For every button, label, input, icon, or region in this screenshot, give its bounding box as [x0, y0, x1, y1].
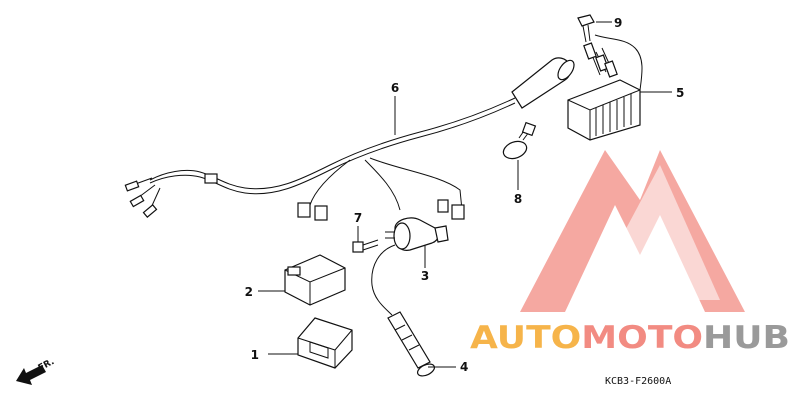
cdi-unit — [284, 254, 346, 306]
watermark-moto: MOTO — [581, 320, 703, 356]
callout-2: 2 — [245, 285, 253, 299]
watermark-logo — [520, 150, 745, 312]
reference-code: KCB3-F2600A — [605, 376, 671, 387]
callout-1: 1 — [251, 348, 259, 362]
direction-label: FR. — [37, 357, 56, 374]
bolt-top — [577, 14, 595, 43]
watermark-hub: HUB — [703, 320, 790, 356]
wire-harness — [124, 57, 575, 221]
bolt-7 — [352, 239, 379, 253]
ignition-coil — [371, 217, 449, 316]
spark-plug-cap — [387, 311, 436, 377]
callout-5: 5 — [676, 86, 684, 100]
callout-labels: 1 2 3 4 5 6 7 8 9 — [245, 16, 685, 374]
callout-3: 3 — [421, 269, 429, 283]
direction-indicator: FR. — [16, 357, 56, 385]
leader-lines — [258, 21, 672, 368]
regulator-rectifier — [567, 34, 643, 141]
callout-4: 4 — [460, 360, 468, 374]
watermark-auto: AUTO — [470, 320, 581, 356]
front-arrow-icon — [16, 365, 46, 385]
wire-harness-cover — [297, 317, 353, 369]
callout-9: 9 — [614, 16, 622, 30]
callout-6: 6 — [391, 81, 399, 95]
callout-7: 7 — [354, 211, 362, 225]
callout-8: 8 — [514, 192, 522, 206]
band — [502, 121, 537, 160]
